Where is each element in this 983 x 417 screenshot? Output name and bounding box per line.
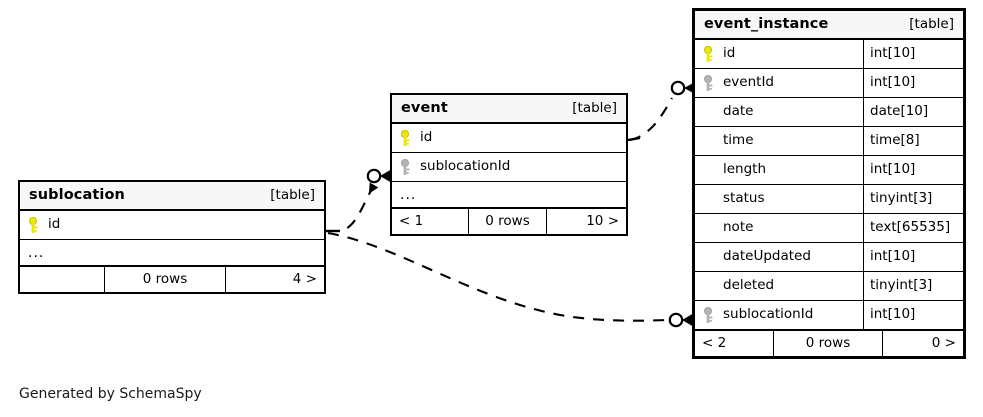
column-type: int[10] xyxy=(863,40,963,68)
table-event[interactable]: event [table] id xyxy=(390,93,628,236)
column-cell-name: id xyxy=(392,124,626,152)
foreign-key-icon xyxy=(703,306,723,324)
column-type: int[10] xyxy=(863,243,963,271)
table-event-header: event [table] xyxy=(392,95,626,124)
table-row[interactable]: sublocationId xyxy=(392,153,626,182)
table-row[interactable]: date date[10] xyxy=(695,98,963,127)
footer-parents-count[interactable] xyxy=(20,267,104,292)
more-columns-ellipsis: ... xyxy=(392,182,626,208)
column-type: int[10] xyxy=(863,69,963,97)
column-cell-name: sublocationId xyxy=(392,153,626,181)
column-cell-name: date xyxy=(695,98,863,126)
column-type: date[10] xyxy=(863,98,963,126)
footer-row-count: 0 rows xyxy=(773,331,883,356)
column-name: time xyxy=(723,132,754,149)
table-row[interactable]: status tinyint[3] xyxy=(695,185,963,214)
table-row[interactable]: dateUpdated int[10] xyxy=(695,243,963,272)
table-row[interactable]: eventId int[10] xyxy=(695,69,963,98)
edge-eventinstance-to-sublocation xyxy=(327,231,694,328)
table-row[interactable]: id int[10] xyxy=(695,40,963,69)
ellipsis-label: ... xyxy=(28,244,45,261)
table-sublocation-header: sublocation [table] xyxy=(20,182,324,211)
column-name: status xyxy=(723,190,765,207)
table-sublocation-footer: 0 rows 4 > xyxy=(20,266,324,292)
column-name: date xyxy=(723,103,754,120)
table-row[interactable]: length int[10] xyxy=(695,156,963,185)
column-name: id xyxy=(420,129,433,146)
column-name: id xyxy=(48,216,61,233)
column-type: time[8] xyxy=(863,127,963,155)
column-name: note xyxy=(723,219,754,236)
table-row[interactable]: id xyxy=(392,124,626,153)
table-event-name: event xyxy=(401,100,448,117)
column-type: text[65535] xyxy=(863,214,963,242)
primary-key-icon xyxy=(28,216,48,234)
column-name: sublocationId xyxy=(723,306,814,323)
edge-event-to-sublocation xyxy=(326,168,392,233)
footer-row-count: 0 rows xyxy=(468,209,547,234)
column-cell-name: id xyxy=(695,40,863,68)
column-cell-name: id xyxy=(20,211,324,239)
footer-children-count[interactable]: 10 > xyxy=(586,212,619,229)
column-name: length xyxy=(723,161,767,178)
primary-key-icon xyxy=(703,45,723,63)
footer-parents-count[interactable]: < 2 xyxy=(702,334,727,351)
table-sublocation[interactable]: sublocation [table] id ... 0 xyxy=(18,180,326,294)
table-row[interactable]: id xyxy=(20,211,324,240)
table-event-instance-footer: < 2 0 rows 0 > xyxy=(695,330,963,356)
table-event-instance-name: event_instance xyxy=(704,16,829,33)
foreign-key-icon xyxy=(400,158,420,176)
table-event-footer: < 1 0 rows 10 > xyxy=(392,208,626,234)
column-type: int[10] xyxy=(863,156,963,184)
table-event-instance[interactable]: event_instance [table] id int[10] xyxy=(692,8,966,359)
more-columns-ellipsis: ... xyxy=(20,240,324,266)
primary-key-icon xyxy=(400,129,420,147)
table-event-instance-header: event_instance [table] xyxy=(695,11,963,40)
table-row[interactable]: note text[65535] xyxy=(695,214,963,243)
footer-children-count[interactable]: 4 > xyxy=(292,270,317,287)
table-row[interactable]: time time[8] xyxy=(695,127,963,156)
column-cell-name: note xyxy=(695,214,863,242)
column-cell-name: eventId xyxy=(695,69,863,97)
column-cell-name: dateUpdated xyxy=(695,243,863,271)
table-row[interactable]: sublocationId int[10] xyxy=(695,301,963,330)
column-name: dateUpdated xyxy=(723,248,811,265)
column-cell-name: time xyxy=(695,127,863,155)
column-name: deleted xyxy=(723,277,775,294)
footer-parents-count[interactable]: < 1 xyxy=(399,212,424,229)
column-cell-name: deleted xyxy=(695,272,863,300)
foreign-key-icon xyxy=(703,74,723,92)
edge-eventinstance-to-event xyxy=(627,80,697,142)
column-cell-name: status xyxy=(695,185,863,213)
table-row[interactable]: deleted tinyint[3] xyxy=(695,272,963,301)
column-type: tinyint[3] xyxy=(863,272,963,300)
ellipsis-label: ... xyxy=(400,186,417,203)
table-event-instance-tag: [table] xyxy=(909,15,954,32)
column-name: sublocationId xyxy=(420,158,511,175)
column-type: tinyint[3] xyxy=(863,185,963,213)
column-type: int[10] xyxy=(863,301,963,329)
footer-children-count[interactable]: 0 > xyxy=(931,334,956,351)
footer-row-count: 0 rows xyxy=(104,267,226,292)
table-sublocation-tag: [table] xyxy=(270,186,315,203)
generated-by-caption: Generated by SchemaSpy xyxy=(19,386,202,402)
column-name: eventId xyxy=(723,74,775,91)
column-cell-name: sublocationId xyxy=(695,301,863,329)
column-name: id xyxy=(723,45,736,62)
table-event-tag: [table] xyxy=(572,99,617,116)
table-sublocation-name: sublocation xyxy=(29,187,125,204)
column-cell-name: length xyxy=(695,156,863,184)
